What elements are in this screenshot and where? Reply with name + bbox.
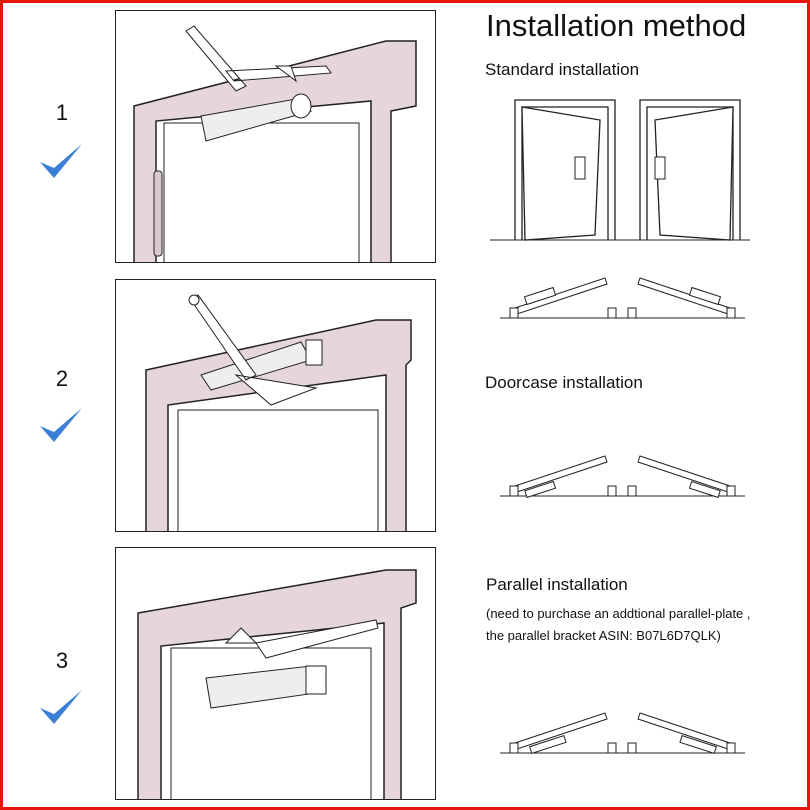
- doorcase-top-view-diagram: [500, 455, 745, 499]
- step-number-3: 3: [55, 648, 69, 673]
- section-heading-doorcase: Doorcase installation: [485, 373, 643, 392]
- door-closer-illustration-2: [145, 294, 412, 531]
- section-heading-parallel: Parallel installation: [486, 575, 628, 594]
- panel-step-3: [115, 547, 436, 800]
- panel-step-1: [115, 10, 436, 263]
- page-title: Installation method: [486, 8, 747, 43]
- step-number-1: 1: [55, 100, 69, 125]
- step-number-2: 2: [55, 366, 69, 391]
- checkmark-icon: [40, 144, 82, 178]
- parallel-note-line-2: the parallel bracket ASIN: B07L6D7QLK): [486, 628, 721, 643]
- section-heading-standard: Standard installation: [485, 60, 640, 79]
- checkmark-icon: [40, 408, 82, 442]
- standard-doors-illustration: [490, 99, 750, 241]
- parallel-top-view-diagram: [500, 712, 745, 755]
- parallel-note-line-1: (need to purchase an addtional parallel-…: [486, 606, 751, 621]
- panel-step-2: [115, 279, 436, 532]
- door-closer-illustration-3: [137, 569, 417, 799]
- checkmark-icon: [40, 690, 82, 724]
- door-closer-illustration-1: [133, 25, 417, 262]
- standard-top-view-diagram: [500, 277, 745, 319]
